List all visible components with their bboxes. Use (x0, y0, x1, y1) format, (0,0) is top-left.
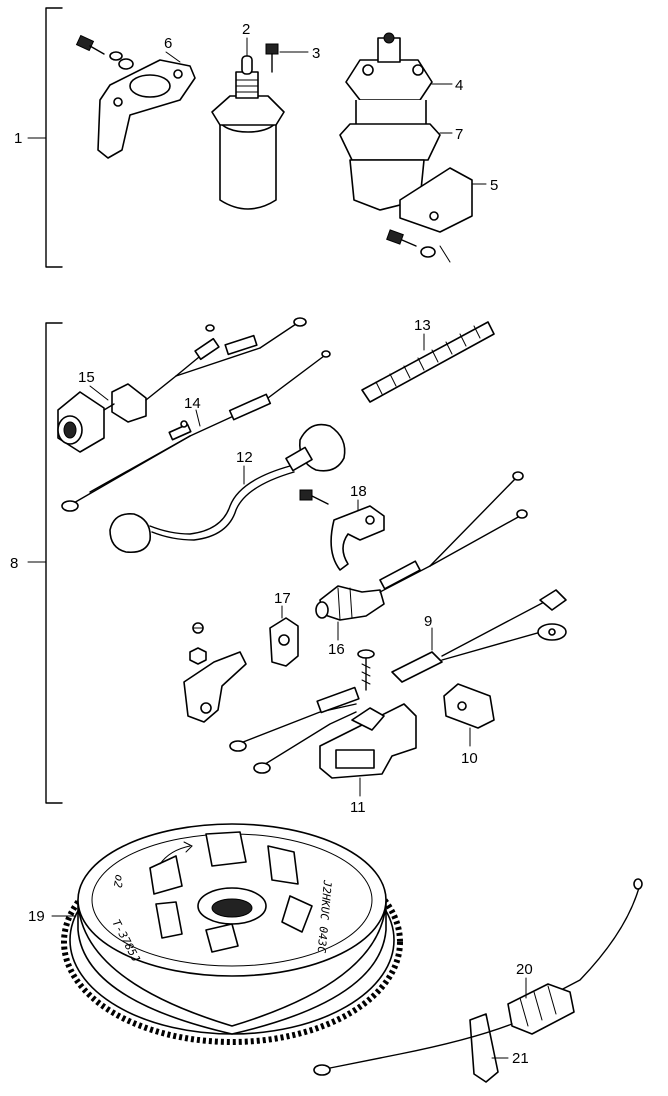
part-17-holder: 17 (269, 590, 299, 667)
callout-12: 12 (236, 449, 253, 466)
part-screw (357, 649, 375, 691)
part-5-relay-bracket: 5 (386, 167, 498, 263)
flywheel-small-mark: o2 (111, 873, 126, 889)
callout-17: 17 (274, 590, 291, 607)
part-16-thermo-switch: 16 (315, 471, 528, 658)
callout-7: 7 (455, 126, 463, 143)
part-9-battery-cable: 9 (391, 589, 567, 683)
part-18-cord-clamp: 18 (299, 483, 385, 571)
callout-18: 18 (350, 483, 367, 500)
part-13-spiral-tube: 13 (361, 317, 495, 403)
part-12-plug-cord: 12 (109, 423, 346, 554)
callout-9: 9 (424, 613, 432, 630)
callout-3: 3 (312, 45, 320, 62)
callout-8: 8 (10, 555, 18, 572)
part-19-flywheel: T-3785J J2HKUC 043C o2 19 (28, 823, 403, 1045)
part-15-stop-switch: 15 (57, 317, 307, 453)
callout-16: 16 (328, 641, 345, 658)
part-2-starter-motor: 2 (211, 21, 285, 210)
callout-2: 2 (242, 21, 250, 38)
callout-14: 14 (184, 395, 201, 412)
part-4-starter-relay: 4 (345, 32, 463, 101)
part-clamp-with-screw (183, 622, 247, 723)
group-8-bracket: 8 (10, 322, 63, 804)
callout-20: 20 (516, 961, 533, 978)
callout-4: 4 (455, 77, 463, 94)
callout-21: 21 (512, 1050, 529, 1067)
callout-13: 13 (414, 317, 431, 334)
callout-1: 1 (14, 130, 22, 147)
callout-5: 5 (490, 177, 498, 194)
callout-11: 11 (350, 799, 366, 816)
part-10-grommet: 10 (443, 683, 495, 767)
part-20-connector: 20 (507, 878, 643, 1035)
flywheel-code-text: J2HKUC 043C (315, 879, 334, 954)
part-11-cable-clamp: 11 (229, 686, 417, 816)
part-14-lead-wire: 14 (61, 350, 331, 512)
callout-10: 10 (461, 750, 478, 767)
callout-15: 15 (78, 369, 95, 386)
callout-6: 6 (164, 35, 172, 52)
part-3-bolt: 3 (265, 43, 320, 73)
part-6-bracket-plate: 6 (75, 34, 196, 159)
part-21-holder-cord: 21 (313, 1013, 529, 1083)
group-1-bracket: 1 (14, 7, 63, 268)
callout-19: 19 (28, 908, 45, 925)
